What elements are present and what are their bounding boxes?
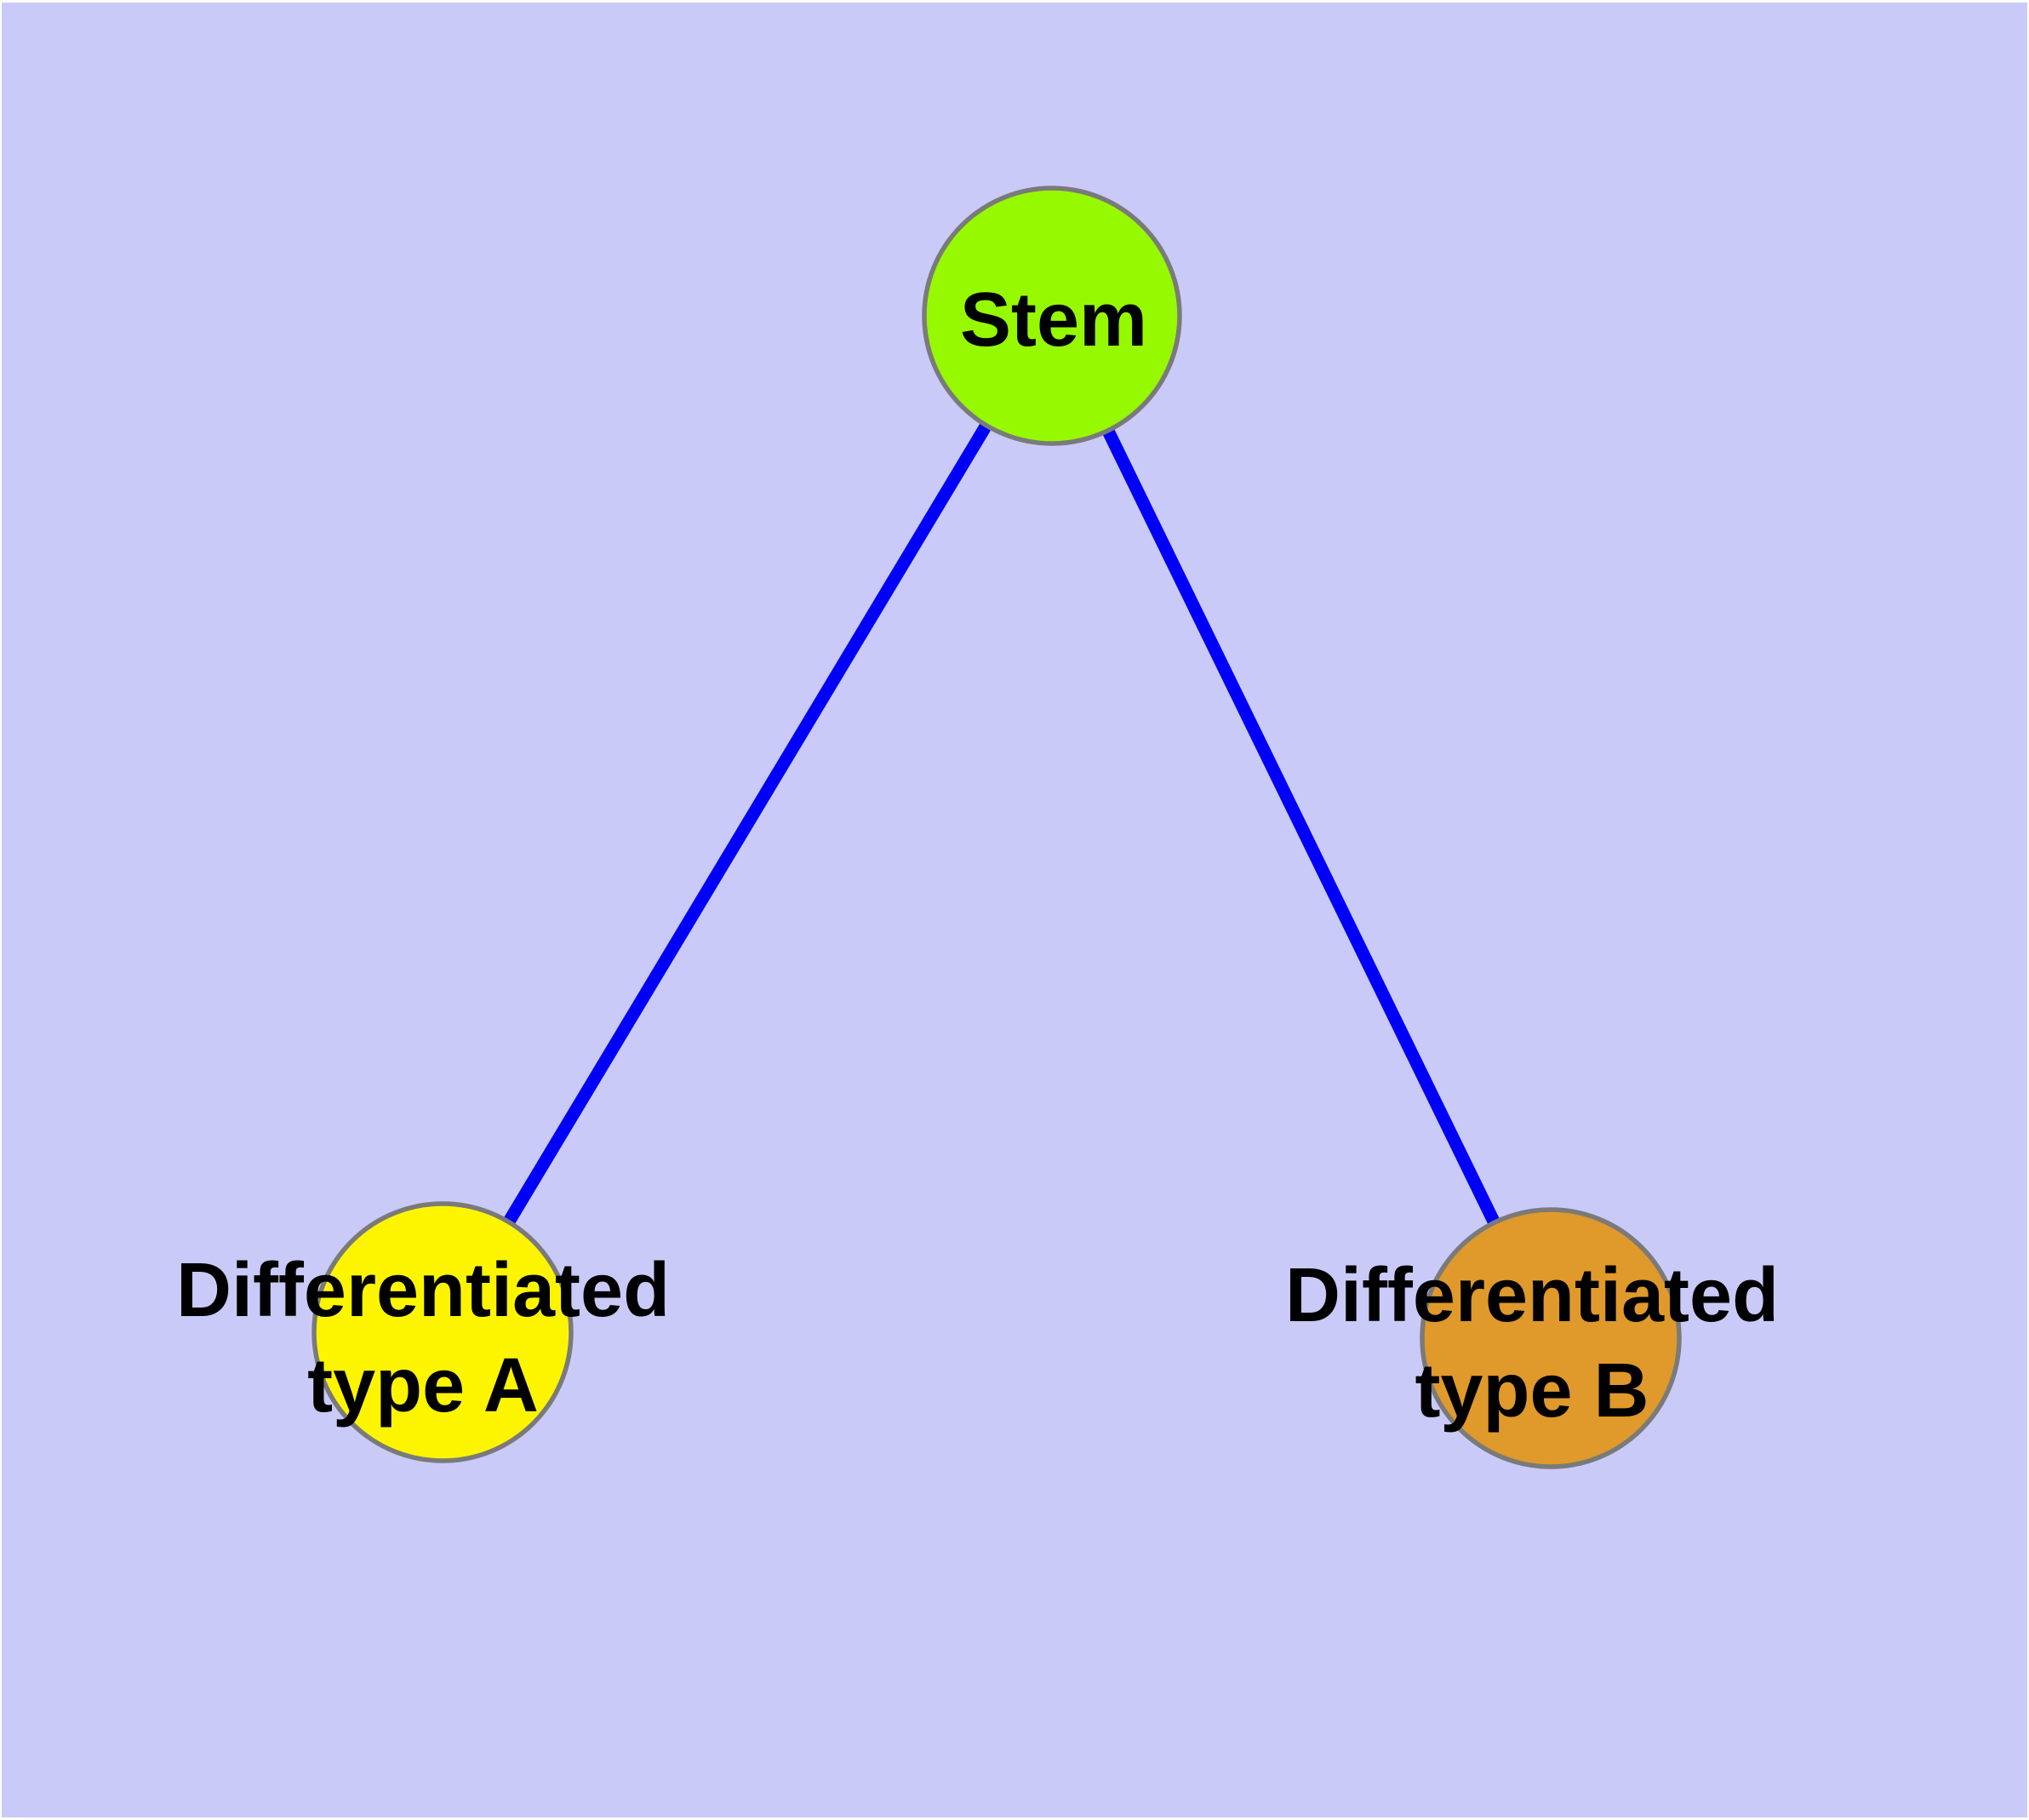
node-differentiated-type-b xyxy=(1420,1207,1682,1469)
edge-stem-type-a xyxy=(437,312,1058,1336)
node-stem xyxy=(922,186,1182,446)
node-label-stem: Stem xyxy=(959,278,1148,363)
node-differentiated-type-a xyxy=(311,1201,574,1463)
edge-stem-type-b xyxy=(1046,312,1557,1342)
node-label-differentiated-type-b: Differentiated type B xyxy=(1284,1253,1780,1434)
node-label-differentiated-type-a: Differentiated type A xyxy=(175,1248,671,1428)
